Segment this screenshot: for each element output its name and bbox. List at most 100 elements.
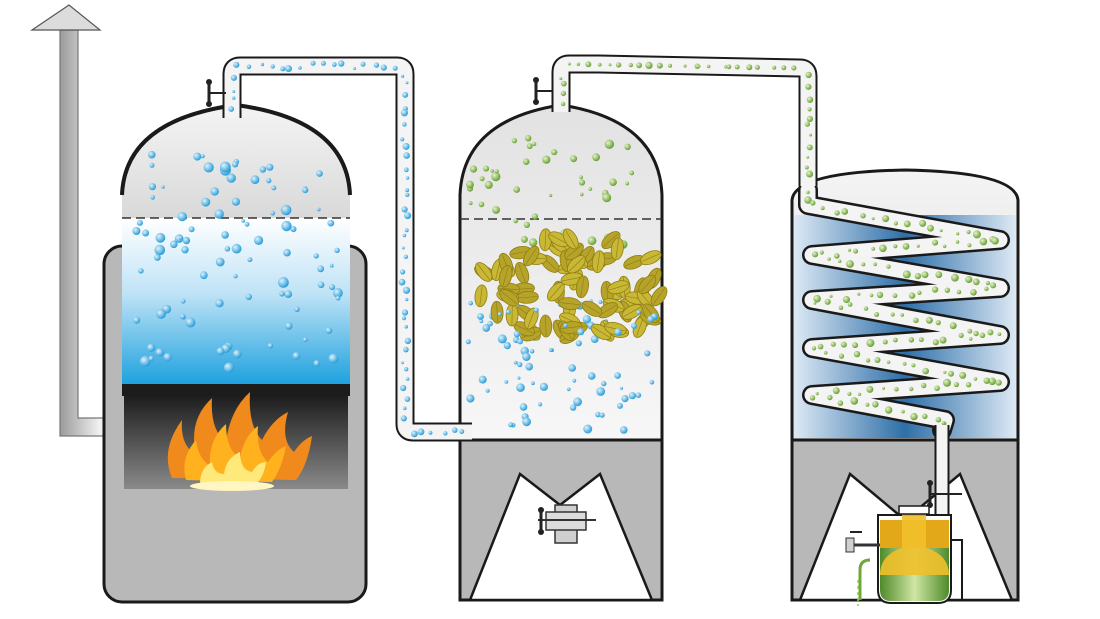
leaf bbox=[514, 262, 530, 284]
bubble bbox=[585, 61, 592, 68]
leaf bbox=[621, 304, 643, 320]
bubble bbox=[599, 412, 605, 418]
bubble bbox=[260, 62, 265, 67]
bubble bbox=[226, 173, 236, 183]
leaf bbox=[610, 237, 624, 261]
bubble bbox=[417, 428, 425, 436]
bubble bbox=[271, 185, 277, 191]
bubble bbox=[401, 246, 405, 250]
leaf bbox=[601, 231, 621, 250]
bubble bbox=[298, 66, 302, 70]
condenser bbox=[790, 168, 1020, 602]
bubble bbox=[402, 91, 409, 98]
bubble bbox=[132, 227, 141, 235]
boiler-steam-bubbles bbox=[132, 150, 343, 373]
bubble bbox=[490, 169, 495, 173]
bubble bbox=[216, 347, 225, 356]
bubble bbox=[644, 350, 651, 357]
bubble bbox=[636, 310, 641, 315]
bubble bbox=[620, 426, 628, 434]
bubble bbox=[806, 144, 813, 151]
bubble bbox=[804, 165, 809, 170]
bubble bbox=[403, 254, 409, 259]
bubble bbox=[392, 65, 398, 71]
bubble bbox=[232, 96, 236, 100]
bubble bbox=[754, 64, 760, 70]
bubble bbox=[615, 62, 622, 68]
bubble bbox=[614, 372, 621, 379]
bubble bbox=[232, 161, 239, 168]
bubble bbox=[245, 293, 252, 300]
bubble bbox=[551, 149, 558, 156]
bubble bbox=[333, 288, 343, 298]
bubble bbox=[303, 337, 308, 343]
bubble bbox=[588, 187, 593, 191]
bubble bbox=[805, 83, 812, 90]
bubble bbox=[491, 172, 501, 182]
bubble bbox=[283, 248, 291, 257]
bubble bbox=[317, 281, 325, 289]
bubble bbox=[215, 299, 224, 308]
bubble bbox=[411, 430, 418, 438]
bubble bbox=[215, 257, 225, 267]
bubble bbox=[161, 185, 165, 189]
bubble bbox=[575, 340, 582, 347]
bubble bbox=[403, 167, 409, 173]
bubble bbox=[522, 417, 531, 427]
bubble bbox=[609, 178, 617, 186]
bubble bbox=[278, 277, 289, 288]
bubble bbox=[806, 96, 814, 103]
bubble bbox=[180, 298, 186, 304]
bubble bbox=[203, 162, 214, 173]
bubble bbox=[405, 297, 409, 302]
bubble bbox=[573, 397, 582, 407]
bubble bbox=[582, 315, 592, 324]
bubble bbox=[506, 309, 511, 315]
bubble bbox=[155, 348, 164, 357]
bubble bbox=[292, 352, 301, 360]
bubble bbox=[484, 180, 493, 189]
bubble bbox=[241, 219, 246, 223]
bubble bbox=[629, 170, 635, 176]
bubble bbox=[636, 62, 642, 69]
leaf bbox=[638, 274, 657, 295]
bubble bbox=[806, 155, 810, 159]
bubble bbox=[188, 226, 195, 233]
boiler bbox=[102, 102, 368, 604]
bubble bbox=[401, 361, 404, 365]
bubble bbox=[170, 240, 178, 249]
bubble bbox=[404, 367, 409, 372]
bubble bbox=[560, 101, 566, 107]
bubble bbox=[517, 376, 521, 380]
bubble bbox=[746, 64, 753, 71]
bubble bbox=[466, 180, 474, 189]
bubble bbox=[404, 337, 412, 345]
bubble bbox=[335, 295, 341, 301]
bubble bbox=[517, 338, 524, 345]
bubble bbox=[250, 175, 260, 185]
bubble bbox=[809, 133, 812, 137]
bubble bbox=[285, 322, 293, 330]
bubble bbox=[560, 80, 567, 87]
bubble bbox=[529, 348, 535, 354]
bubble bbox=[338, 60, 345, 67]
leaf bbox=[581, 300, 603, 317]
bubble bbox=[270, 210, 276, 216]
bubble bbox=[734, 64, 740, 70]
bubble bbox=[508, 422, 514, 428]
bubble bbox=[513, 360, 518, 365]
bubble bbox=[697, 64, 701, 69]
bubble bbox=[147, 343, 156, 352]
bubble bbox=[608, 63, 612, 67]
bubble bbox=[452, 427, 458, 433]
leaf bbox=[505, 303, 519, 327]
still-bubbles bbox=[465, 135, 658, 434]
bubble bbox=[534, 307, 539, 313]
pipe-valve-icon bbox=[533, 77, 553, 105]
bubble bbox=[316, 207, 321, 212]
bubble bbox=[136, 219, 143, 226]
bubble bbox=[266, 163, 274, 171]
bubble bbox=[360, 61, 366, 67]
bubble bbox=[398, 278, 406, 286]
bubble bbox=[563, 323, 568, 328]
